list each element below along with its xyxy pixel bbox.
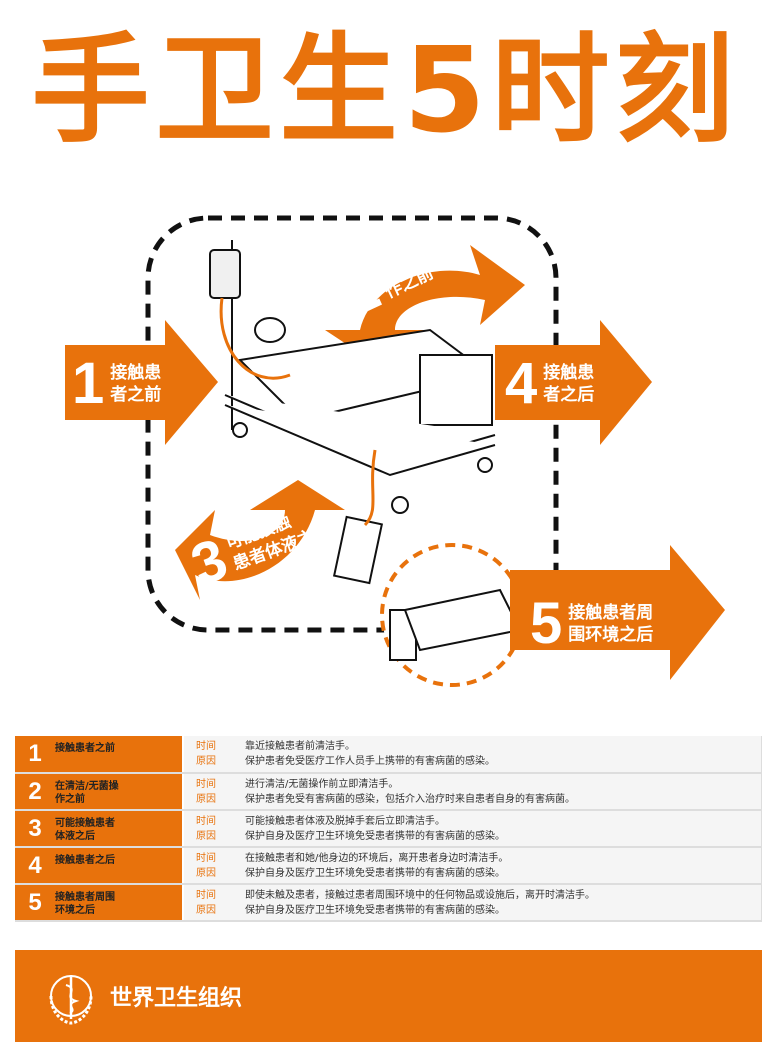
row-keys: 时间原因 bbox=[182, 736, 245, 774]
reason-text: 保护自身及医疗卫生环境免受患者携带的有害病菌的感染。 bbox=[245, 904, 505, 916]
arrow-moment-3 bbox=[175, 480, 345, 600]
moment-number: 4 bbox=[15, 847, 55, 885]
patient-zone-border bbox=[145, 215, 559, 633]
row-values: 靠近接触患者前清洁手。保护患者免受医疗工作人员手上携带的有害病菌的感染。 bbox=[245, 736, 762, 774]
row-keys: 时间原因 bbox=[182, 810, 245, 848]
reason-text: 保护患者免受医疗工作人员手上携带的有害病菌的感染。 bbox=[245, 756, 495, 767]
moment-number: 3 bbox=[15, 810, 55, 848]
moment-name: 可能接触患者体液之后 bbox=[55, 810, 183, 848]
arrow-moment-1 bbox=[65, 320, 218, 445]
who-logo-icon bbox=[49, 975, 93, 1025]
moment-number: 1 bbox=[15, 736, 55, 774]
footer-bar: 世界卫生组织 bbox=[15, 950, 762, 1042]
row-keys: 时间原因 bbox=[182, 884, 245, 922]
table-row: 1 接触患者之前 时间原因 靠近接触患者前清洁手。保护患者免受医疗工作人员手上携… bbox=[15, 736, 762, 774]
row-values: 在接触患者和她/他身边的环境后，离开患者身边时清洁手。保护自身及医疗卫生环境免受… bbox=[245, 847, 762, 885]
table-row: 2 在清洁/无菌操作之前 时间原因 进行清洁/无菌操作前立即清洁手。保护患者免受… bbox=[15, 773, 762, 811]
moment-name: 在清洁/无菌操作之前 bbox=[55, 773, 183, 811]
time-text: 靠近接触患者前清洁手。 bbox=[245, 741, 355, 752]
moments-table: 1 接触患者之前 时间原因 靠近接触患者前清洁手。保护患者免受医疗工作人员手上携… bbox=[15, 736, 762, 922]
row-values: 即使未触及患者，接触过患者周围环境中的任何物品或设施后，离开时清洁手。保护自身及… bbox=[245, 884, 762, 922]
moment-number: 5 bbox=[15, 884, 55, 922]
time-text: 即使未触及患者，接触过患者周围环境中的任何物品或设施后，离开时清洁手。 bbox=[245, 889, 595, 901]
reason-text: 保护自身及医疗卫生环境免受患者携带的有害病菌的感染。 bbox=[245, 830, 505, 842]
row-keys: 时间原因 bbox=[182, 773, 245, 811]
arrow-moment-2 bbox=[325, 245, 525, 365]
time-text: 进行清洁/无菌操作前立即清洁手。 bbox=[245, 778, 399, 790]
time-text: 在接触患者和她/他身边的环境后，离开患者身边时清洁手。 bbox=[245, 852, 509, 864]
row-values: 进行清洁/无菌操作前立即清洁手。保护患者免受有害病菌的感染，包括介入治疗时来自患… bbox=[245, 773, 762, 811]
moment-number: 2 bbox=[15, 773, 55, 811]
page-title: 手卫生5时刻 bbox=[31, 21, 740, 159]
reason-text: 保护自身及医疗卫生环境免受患者携带的有害病菌的感染。 bbox=[245, 867, 505, 879]
reason-text: 保护患者免受有害病菌的感染，包括介入治疗时来自患者自身的有害病菌。 bbox=[245, 793, 575, 805]
moment-name: 接触患者之前 bbox=[55, 736, 183, 774]
row-values: 可能接触患者体液及脱掉手套后立即清洁手。保护自身及医疗卫生环境免受患者携带的有害… bbox=[245, 810, 762, 848]
table-row: 4 接触患者之后 时间原因 在接触患者和她/他身边的环境后，离开患者身边时清洁手… bbox=[15, 847, 762, 885]
table-row: 3 可能接触患者体液之后 时间原因 可能接触患者体液及脱掉手套后立即清洁手。保护… bbox=[15, 810, 762, 848]
table-row: 5 接触患者周围环境之后 时间原因 即使未触及患者，接触过患者周围环境中的任何物… bbox=[15, 884, 762, 922]
arrow-moment-5 bbox=[510, 545, 725, 680]
who-name: 世界卫生组织 bbox=[110, 986, 243, 1011]
arrow-moment-4 bbox=[495, 320, 652, 445]
patient-bed-icon bbox=[209, 240, 496, 585]
time-text: 可能接触患者体液及脱掉手套后立即清洁手。 bbox=[245, 815, 445, 827]
five-moments-illustration bbox=[65, 215, 725, 687]
moment-name: 接触患者之后 bbox=[55, 847, 183, 885]
row-keys: 时间原因 bbox=[182, 847, 245, 885]
moment-name: 接触患者周围环境之后 bbox=[55, 884, 183, 922]
